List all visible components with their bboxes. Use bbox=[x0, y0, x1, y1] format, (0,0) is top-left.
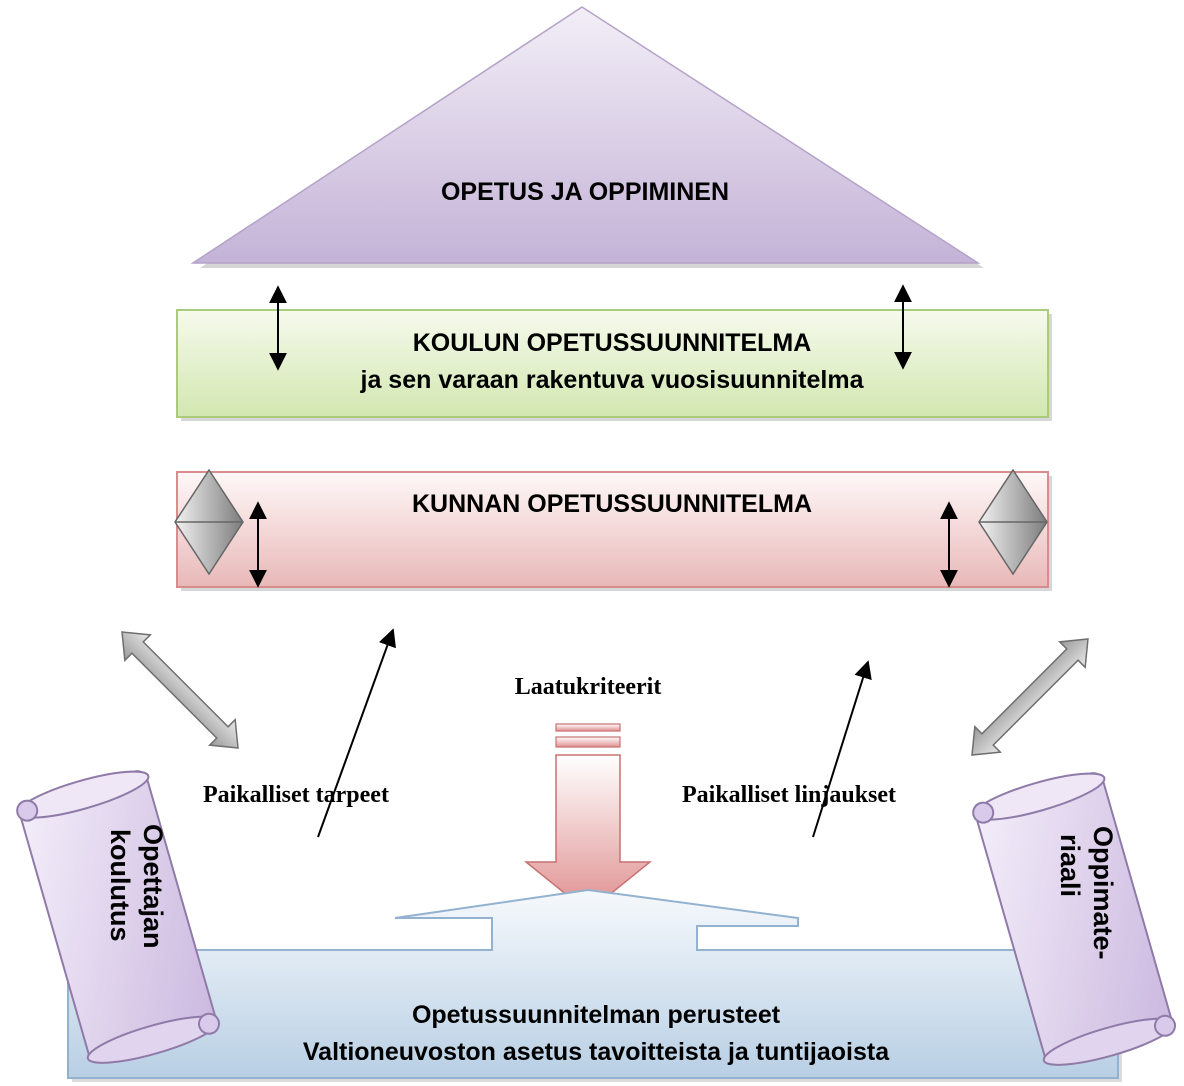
local-policies-arrow bbox=[812, 660, 872, 838]
local-policies-label: Paikalliset linjaukset bbox=[682, 782, 896, 808]
teacher-training-line1: Opettajan bbox=[138, 824, 168, 949]
teacher-training-double-arrow bbox=[121, 631, 239, 749]
local-needs-arrow bbox=[317, 628, 396, 838]
learning-material-double-arrow bbox=[971, 638, 1089, 756]
quality-criteria-label: Laatukriteerit bbox=[515, 674, 662, 700]
learning-material-line1: Oppimate- bbox=[1088, 826, 1118, 960]
teacher-training-scroll bbox=[16, 770, 220, 1064]
municipal-curriculum-box bbox=[176, 471, 1052, 591]
learning-material-scroll bbox=[972, 772, 1176, 1066]
roof-label: OPETUS JA OPPIMINEN bbox=[441, 178, 729, 206]
quality-criteria-down-arrow bbox=[523, 723, 653, 913]
right-diamond-shape bbox=[978, 468, 1048, 576]
local-needs-label: Paikalliset tarpeet bbox=[203, 782, 389, 808]
left-diamond-shape bbox=[174, 468, 244, 576]
foundation-title: Opetussuunnitelman perusteet bbox=[412, 1001, 781, 1029]
roof-triangle bbox=[190, 6, 984, 268]
teacher-training-line2: koulutus bbox=[105, 829, 135, 942]
school-curriculum-title: KOULUN OPETUSSUUNNITELMA bbox=[413, 329, 812, 357]
school-curriculum-subtitle: ja sen varaan rakentuva vuosisuunnitelma bbox=[360, 366, 865, 394]
learning-material-line2: riaali bbox=[1055, 834, 1085, 897]
foundation-box bbox=[67, 888, 1122, 1082]
municipal-curriculum-title: KUNNAN OPETUSSUUNNITELMA bbox=[412, 490, 812, 518]
foundation-subtitle: Valtioneuvoston asetus tavoitteista ja t… bbox=[303, 1038, 890, 1066]
